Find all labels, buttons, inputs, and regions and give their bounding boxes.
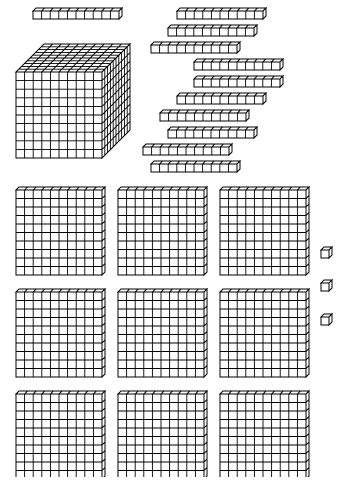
hundreds-flat: [16, 289, 105, 377]
hundreds-flat: [16, 391, 105, 477]
tens-rod: [33, 8, 122, 19]
tens-rod: [168, 25, 257, 36]
hundreds-flat: [220, 187, 309, 275]
tens-rod: [194, 76, 283, 87]
tens-rod: [177, 93, 266, 104]
tens-rod: [168, 127, 257, 138]
tens-rod: [160, 110, 249, 121]
hundreds-flat: [16, 187, 105, 275]
tens-rod: [194, 59, 283, 70]
hundreds-flat: [118, 289, 207, 377]
hundreds-flat: [118, 391, 207, 477]
ones-unit: [321, 314, 332, 325]
hundreds-flat: [220, 289, 309, 377]
tens-rod: [151, 42, 240, 53]
tens-rod: [151, 161, 240, 172]
hundreds-flat: [220, 391, 309, 477]
tens-rod: [143, 144, 232, 155]
thousands-cube: [16, 44, 130, 158]
tens-rod: [177, 8, 266, 19]
hundreds-flat: [118, 187, 207, 275]
ones-unit: [321, 247, 332, 258]
ones-unit: [321, 280, 332, 291]
